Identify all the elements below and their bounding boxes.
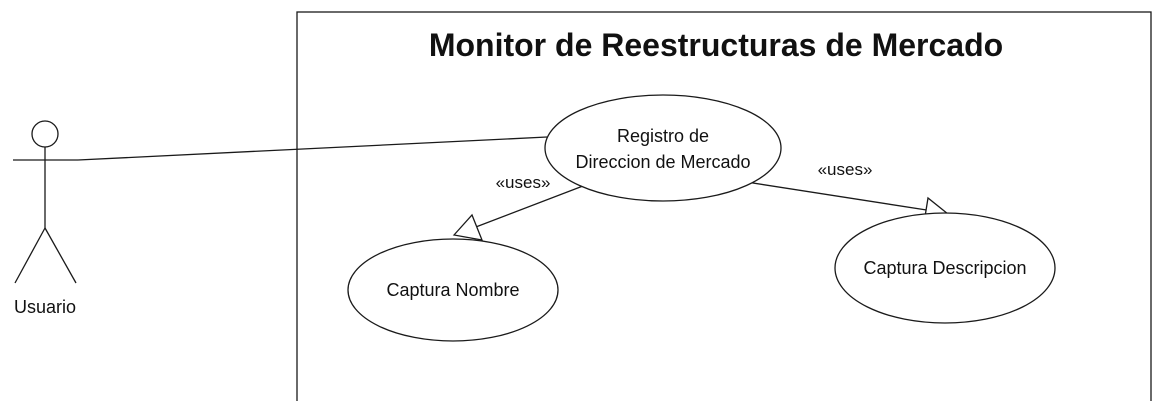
uses-arrowhead-nombre [452,213,484,241]
uses-line-nombre [467,180,597,231]
use-case-captura-nombre [347,238,559,342]
use-case-registro-line2: Direccion de Mercado [575,152,750,172]
uses-label-left: «uses» [496,173,551,192]
association-line [77,136,548,161]
actor-head [31,120,59,148]
actor-left-leg [14,227,46,284]
use-case-registro-line1: Registro de [617,126,709,146]
uses-line-descripcion [739,180,934,212]
actor-right-leg [44,227,77,284]
actor-name: Usuario [14,297,76,317]
actor-usuario [13,120,78,284]
uses-label-right: «uses» [818,160,873,179]
use-case-captura-descripcion-label: Captura Descripcion [863,258,1026,278]
use-case-registro [544,94,782,202]
use-case-captura-descripcion [834,212,1056,324]
use-case-captura-nombre-label: Captura Nombre [386,280,519,300]
system-title: Monitor de Reestructuras de Mercado [429,27,1003,63]
system-boundary [296,11,1152,401]
